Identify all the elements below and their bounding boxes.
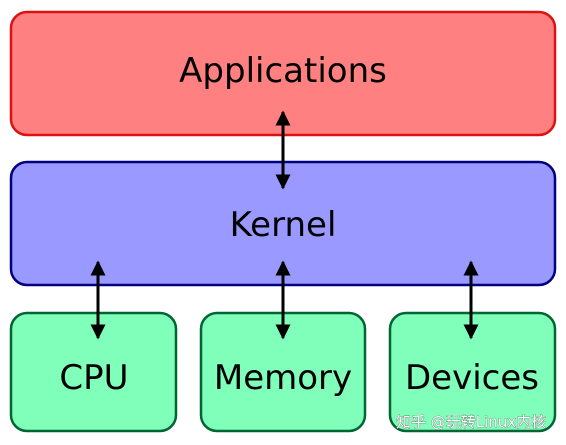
connections [90,110,479,340]
memory-label: Memory [214,358,352,398]
watermark: 知乎 @玩转Linux内核 [396,413,546,431]
devices-layer: Devices [388,311,557,433]
kernel-label: Kernel [230,205,337,245]
cpu-layer: CPU [9,311,178,433]
cpu-label: CPU [59,358,128,398]
applications-layer: Applications [9,10,557,137]
applications-label: Applications [179,51,387,91]
devices-label: Devices [405,358,539,398]
